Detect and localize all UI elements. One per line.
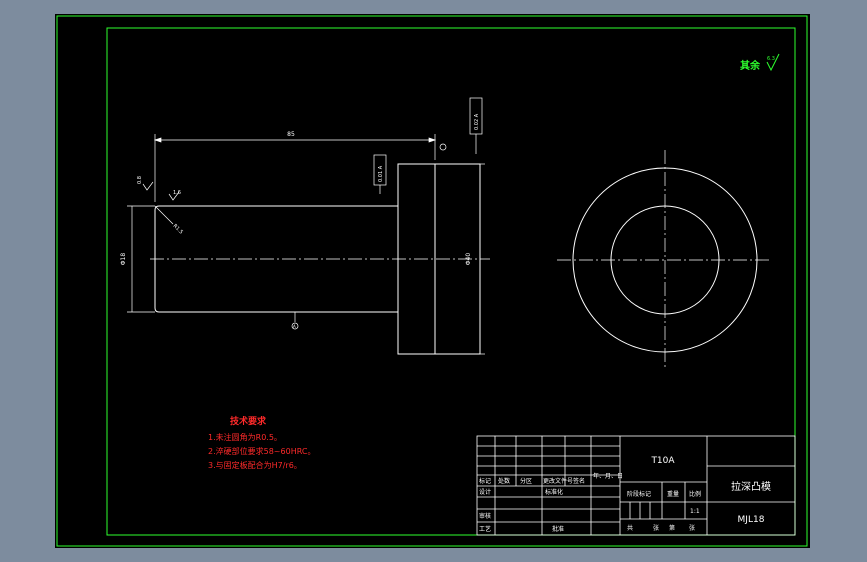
- outer-frame: [56, 15, 808, 547]
- tb-date: 年、月、日: [593, 472, 623, 480]
- tb-design: 设计: [479, 488, 491, 496]
- tb-mark: 标记: [479, 477, 491, 485]
- tb-scale-label: 比例: [689, 490, 701, 498]
- tb-material: T10A: [650, 456, 675, 466]
- tech-req-title: 技术要求: [230, 415, 267, 427]
- front-view: [150, 163, 490, 355]
- tb-approve: 批准: [552, 525, 564, 533]
- perpendicularity-frame: [373, 154, 387, 194]
- tb-sign: 签名: [573, 477, 585, 485]
- datum-icon: [291, 143, 447, 330]
- tol-runout-value: 0.02 A: [474, 113, 480, 130]
- title-block: [476, 435, 796, 536]
- tb-drawing-no: MJL18: [738, 515, 765, 525]
- tech-req-item-1: 1.未注圆角为R0.5。: [208, 432, 282, 442]
- head-dia-dimension: [480, 163, 485, 355]
- roughness-mark-icon: [142, 181, 180, 225]
- tech-req-item-2: 2.淬硬部位要求58~60HRC。: [208, 446, 315, 456]
- tb-process: 工艺: [479, 525, 491, 533]
- tol-perp-value: 0.01 A: [378, 165, 384, 182]
- tb-sheet-no: 第: [669, 524, 675, 532]
- ra-side-value: 1.6: [173, 190, 181, 196]
- roughness-label: 其余: [740, 59, 761, 72]
- tb-sheets: 张: [653, 524, 659, 532]
- tb-sheets-total: 共: [627, 524, 633, 532]
- tb-scale: 1:1: [690, 508, 700, 515]
- datum-label: A: [293, 324, 296, 329]
- chamfer-value: R1.5: [172, 223, 184, 235]
- drawing-canvas: 其余 6.3 85 Φ18 Φ40 0.8 1.6: [55, 14, 810, 548]
- tb-change-doc: 更改文件号: [543, 477, 573, 485]
- tb-stage-mark: 阶段标记: [627, 490, 651, 498]
- roughness-value: 6.3: [767, 56, 775, 62]
- tb-standardize: 标准化: [545, 488, 563, 496]
- shank-dia-value: Φ18: [120, 253, 127, 266]
- shank-dia-dimension: [127, 205, 155, 313]
- runout-frame: [469, 97, 483, 154]
- head-dia-value: Φ40: [465, 253, 472, 266]
- tb-weight: 重量: [667, 490, 679, 498]
- inner-frame: [106, 27, 796, 536]
- tb-part-name: 拉深凸模: [731, 480, 771, 493]
- roughness-symbol-icon: [766, 53, 780, 72]
- tb-review: 审核: [479, 512, 491, 520]
- tb-sheet-unit: 张: [689, 524, 695, 532]
- engineering-drawing: 其余 6.3 85 Φ18 Φ40 0.8 1.6: [56, 15, 808, 547]
- tech-req-item-3: 3.与固定板配合为H7/r6。: [208, 460, 302, 470]
- length-value: 85: [287, 131, 295, 138]
- end-view: [557, 150, 771, 368]
- tb-count: 处数: [498, 477, 510, 485]
- tb-zone: 分区: [520, 477, 532, 485]
- length-dimension: [153, 134, 437, 202]
- ra-top-value: 0.8: [137, 176, 143, 184]
